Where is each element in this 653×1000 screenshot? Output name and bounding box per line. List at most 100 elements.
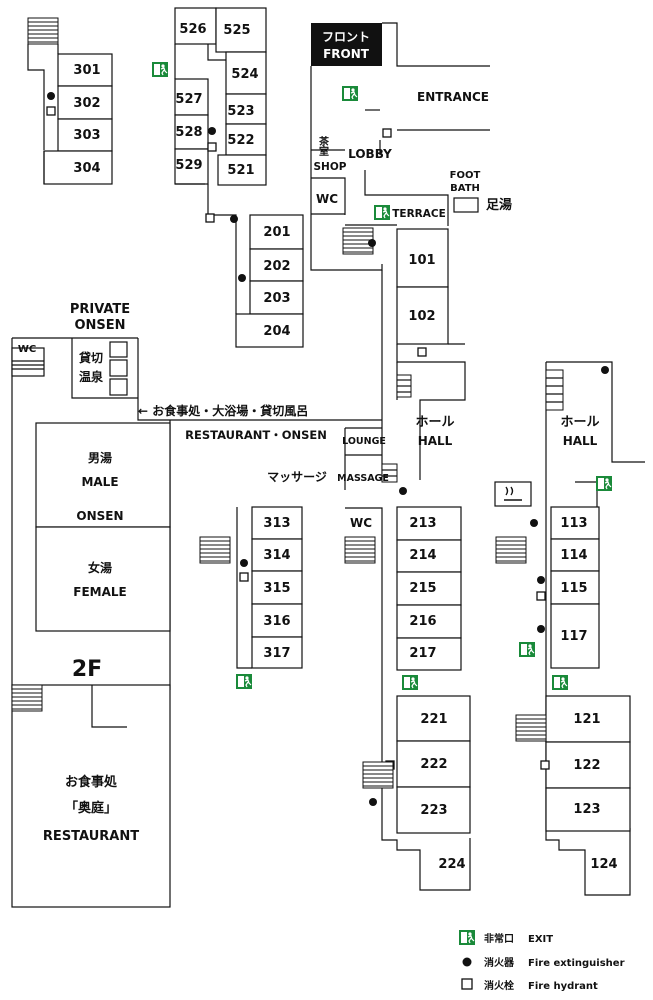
room-526: 526 <box>179 22 206 37</box>
fire-extinguisher-icon <box>240 559 248 567</box>
front-desk <box>311 23 382 66</box>
labels: フロント FRONT ENTRANCE LOBBY SHOP WC 茶室 FOO… <box>18 30 625 992</box>
restaurant-name-label: 「奥庭」 <box>65 800 117 816</box>
room-214: 214 <box>409 548 436 563</box>
massage-label-jp: マッサージ <box>267 470 327 484</box>
direction-label-jp: ← お食事処・大浴場・貸切風呂 <box>138 403 308 418</box>
tea-room-label: 茶室 <box>317 135 330 156</box>
exit-icon <box>595 475 613 492</box>
exit-icon <box>551 674 569 691</box>
fire-extinguisher-icon <box>47 92 55 100</box>
legend-exit-jp: 非常口 <box>484 932 514 945</box>
exit-icon <box>518 641 536 658</box>
room-522: 522 <box>227 133 254 148</box>
lobby-label: LOBBY <box>348 147 392 161</box>
room-124: 124 <box>590 857 617 872</box>
legend-exit-en: EXIT <box>528 934 553 945</box>
room-524: 524 <box>231 67 258 82</box>
front-desk-label-jp: フロント <box>322 30 370 44</box>
stairs-icon <box>27 17 59 45</box>
hall-label-en: HALL <box>418 434 453 448</box>
room-217: 217 <box>409 646 436 661</box>
room-316: 316 <box>263 614 290 629</box>
exit-icon <box>341 85 359 102</box>
exit-icon <box>373 204 391 221</box>
foot-bath-label-jp: 足湯 <box>486 197 512 213</box>
foot-bath-label-line2: BATH <box>450 183 480 194</box>
wing-213 <box>344 506 471 891</box>
private-onsen-label-line1: PRIVATE <box>70 302 130 317</box>
fire-extinguisher-icon <box>238 274 246 282</box>
stairs-icon <box>11 684 43 712</box>
room-213: 213 <box>409 516 436 531</box>
room-528: 528 <box>175 125 202 140</box>
hall-label-jp: ホール <box>415 415 454 430</box>
room-223: 223 <box>420 803 447 818</box>
wing-313 <box>199 506 303 690</box>
fire-extinguisher-icon <box>537 625 545 633</box>
floor-label: 2F <box>72 657 102 682</box>
room-113: 113 <box>560 516 587 531</box>
exit-icon <box>458 929 476 946</box>
fire-extinguisher-icon <box>537 576 545 584</box>
legend-extinguisher-en: Fire extinguisher <box>528 958 625 969</box>
exit-icon <box>235 673 253 690</box>
female-bath-label-jp: 女湯 <box>88 560 112 575</box>
room-102: 102 <box>408 309 435 324</box>
fire-extinguisher-icon <box>230 215 238 223</box>
private-wc-label: WC <box>18 344 36 355</box>
fire-extinguisher-icon <box>208 127 216 135</box>
fire-hydrant-icon <box>461 978 473 990</box>
fire-hydrant-icon <box>207 142 217 152</box>
wing-200 <box>235 214 304 348</box>
direction-label-en: RESTAURANT・ONSEN <box>185 428 327 442</box>
legend-extinguisher-jp: 消火器 <box>484 956 515 969</box>
fire-extinguisher-icon <box>462 957 472 967</box>
stairs-icon <box>515 714 547 742</box>
room-101: 101 <box>408 253 435 268</box>
massage-label-en: MASSAGE <box>337 473 389 484</box>
restaurant-label-jp: お食事処 <box>65 774 118 790</box>
shop-label: SHOP <box>314 161 347 173</box>
female-bath-label-en: FEMALE <box>73 585 126 599</box>
room-317: 317 <box>263 646 290 661</box>
room-301: 301 <box>73 63 100 78</box>
lobby-block <box>310 22 490 271</box>
smoking-area-icon <box>494 481 532 507</box>
fire-extinguisher-icon <box>530 519 538 527</box>
wing-500 <box>151 7 267 228</box>
room-121: 121 <box>573 712 600 727</box>
room-302: 302 <box>73 96 100 111</box>
stairs-icon <box>342 227 374 255</box>
legend <box>458 929 476 990</box>
fire-extinguisher-icon <box>369 798 377 806</box>
hall-east-label-jp: ホール <box>560 415 599 430</box>
room-224: 224 <box>438 857 465 872</box>
room-122: 122 <box>573 758 600 773</box>
stairs-icon <box>344 536 376 564</box>
fire-hydrant-icon <box>382 128 392 138</box>
room-313: 313 <box>263 516 290 531</box>
room-315: 315 <box>263 581 290 596</box>
fire-extinguisher-icon <box>368 239 376 247</box>
wing-113 <box>494 361 645 896</box>
fire-extinguisher-icon <box>601 366 609 374</box>
floor-2f <box>11 684 171 908</box>
room-314: 314 <box>263 548 290 563</box>
hall-east-label-en: HALL <box>563 434 598 448</box>
onsen-label: ONSEN <box>76 509 123 523</box>
stairs-icon <box>495 536 527 564</box>
wing-300 <box>27 17 113 185</box>
fire-hydrant-icon <box>536 591 546 601</box>
fire-hydrant-icon <box>417 347 427 357</box>
front-desk-label-en: FRONT <box>323 47 370 61</box>
room-303: 303 <box>73 128 100 143</box>
fire-hydrant-icon <box>46 106 56 116</box>
room-114: 114 <box>560 548 587 563</box>
wc-lower-label: WC <box>350 516 372 530</box>
exit-icon <box>151 61 169 78</box>
fire-extinguisher-icon <box>399 487 407 495</box>
room-215: 215 <box>409 581 436 596</box>
room-525: 525 <box>223 23 250 38</box>
